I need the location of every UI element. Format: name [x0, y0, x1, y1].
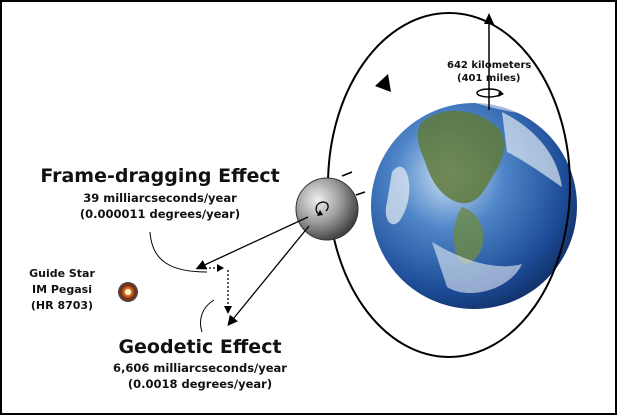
frame-dragging-rate-deg: (0.000011 degrees/year) — [80, 207, 240, 221]
frame-dragging-title: Frame-dragging Effect — [40, 165, 279, 187]
frame-dragging-rate: 39 milliarcseconds/year — [83, 191, 237, 205]
frame-dragging-leader — [149, 231, 208, 273]
altitude-km-label: 642 kilometers — [447, 60, 531, 71]
geodetic-title: Geodetic Effect — [118, 336, 281, 358]
satellite — [295, 171, 366, 241]
guide-star-id-label: IM Pegasi — [32, 283, 92, 296]
geodetic-rate: 6,606 milliarcseconds/year — [113, 361, 287, 375]
geodetic-vector — [227, 225, 310, 327]
earth — [371, 92, 577, 309]
frame-dragging-vector — [195, 216, 309, 270]
geodetic-rate-deg: (0.0018 degrees/year) — [128, 377, 272, 391]
guide-star-name-label: Guide Star — [29, 267, 95, 280]
guide-star-catalog-label: (HR 8703) — [31, 299, 93, 312]
orbit-direction-arrow — [375, 74, 391, 92]
geodetic-leader — [200, 299, 215, 333]
altitude-mi-label: (401 miles) — [457, 73, 521, 84]
guide-star — [118, 282, 138, 302]
